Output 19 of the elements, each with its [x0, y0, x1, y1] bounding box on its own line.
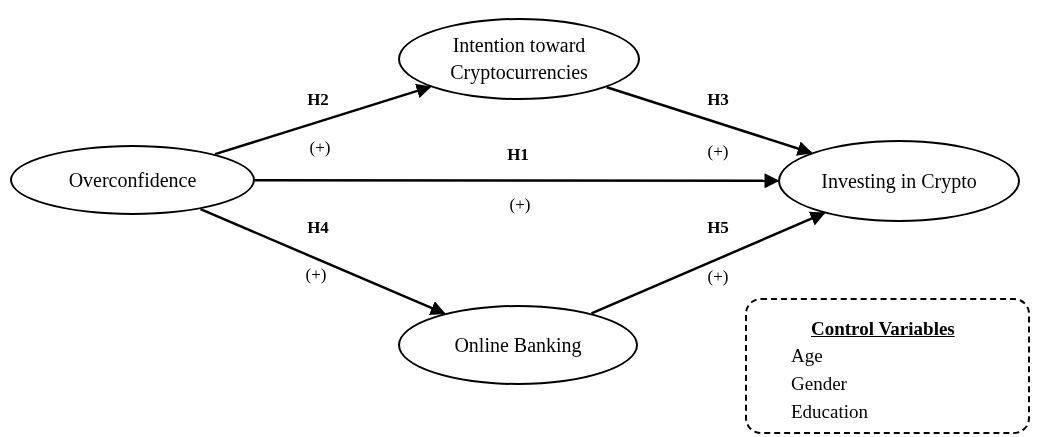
list-item: Education — [791, 400, 869, 424]
sign-label: (+) — [305, 265, 327, 285]
sign-label: (+) — [509, 195, 531, 215]
sign-label: (+) — [707, 142, 729, 162]
list-item: Gender — [791, 372, 847, 396]
arrow — [214, 83, 432, 156]
sign-label: (+) — [707, 267, 729, 287]
list-item: Age — [791, 344, 823, 368]
construct-name: Overconfidence — [68, 167, 197, 193]
arrow — [590, 211, 826, 315]
box-heading: Control Variables — [811, 317, 955, 341]
construct-name: Online Banking — [454, 332, 582, 359]
construct-name: Investing in Crypto — [821, 168, 977, 195]
construct-name: Intention toward Cryptocurrencies — [449, 33, 589, 86]
control-variables-box — [745, 298, 1030, 434]
arrow — [606, 86, 813, 156]
arrow — [200, 207, 446, 315]
arrow — [255, 173, 780, 189]
sign-label: (+) — [309, 138, 331, 158]
